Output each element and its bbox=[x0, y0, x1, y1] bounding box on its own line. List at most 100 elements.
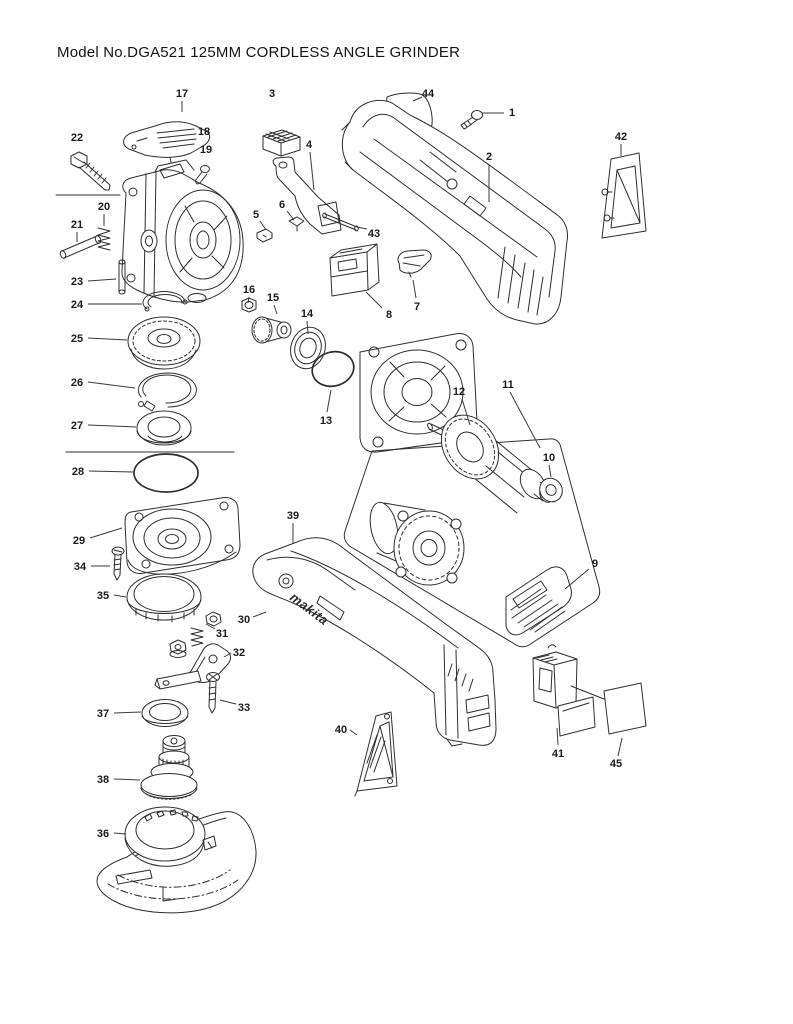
part-number-21: 21 bbox=[71, 219, 83, 231]
part-4-slide-bar bbox=[272, 156, 342, 235]
part-2-motor-housing-half bbox=[341, 99, 569, 325]
part-number-42: 42 bbox=[615, 131, 627, 143]
part-number-30: 30 bbox=[238, 614, 250, 626]
stator-field bbox=[369, 501, 465, 586]
part-number-41: 41 bbox=[552, 748, 564, 760]
part-39-motor-housing: makita bbox=[252, 537, 497, 747]
part-10-bearing bbox=[539, 477, 563, 503]
part-25-bevel-gear bbox=[127, 316, 201, 370]
part-number-43: 43 bbox=[368, 228, 380, 240]
air-vent-baffle bbox=[505, 566, 572, 636]
callout-leader-9 bbox=[564, 568, 590, 590]
part-21-pin bbox=[59, 235, 102, 259]
part-24-snap-ring bbox=[142, 291, 188, 312]
part-number-6: 6 bbox=[279, 199, 285, 211]
callout-leader-40 bbox=[349, 729, 358, 736]
part-number-11: 11 bbox=[502, 379, 514, 391]
callout-leader-38 bbox=[113, 778, 141, 781]
gear-housing-assembly bbox=[121, 151, 244, 303]
callout-layer: 1234567891011121314151617181920212223242… bbox=[71, 88, 627, 840]
callout-leader-6 bbox=[286, 210, 295, 221]
part-number-26: 26 bbox=[71, 377, 83, 389]
part-20-spring bbox=[97, 227, 111, 251]
callout-leader-26 bbox=[87, 381, 136, 389]
part-35-ring bbox=[126, 573, 202, 623]
callout-leader-33 bbox=[219, 699, 237, 705]
part-22-bolt bbox=[70, 151, 111, 191]
part-3-button-block bbox=[262, 129, 301, 157]
part-number-1: 1 bbox=[509, 107, 515, 119]
part-number-37: 37 bbox=[97, 708, 109, 720]
part-number-5: 5 bbox=[253, 209, 259, 221]
part-number-13: 13 bbox=[320, 415, 332, 427]
part-number-28: 28 bbox=[72, 466, 84, 478]
callout-leader-29 bbox=[89, 527, 123, 539]
part-32-lever bbox=[154, 643, 231, 690]
part-7-switch bbox=[397, 249, 432, 278]
callout-leader-5 bbox=[259, 220, 267, 231]
part-number-45: 45 bbox=[610, 758, 622, 770]
callout-leader-30 bbox=[252, 611, 267, 618]
callout-leader-4 bbox=[309, 151, 315, 191]
part-number-12: 12 bbox=[453, 386, 465, 398]
callout-leader-45 bbox=[617, 737, 623, 757]
callout-leader-37 bbox=[113, 711, 142, 714]
part-40-bracket bbox=[354, 711, 398, 797]
part-31-nut-spring bbox=[169, 611, 222, 658]
callout-leader-8 bbox=[365, 291, 383, 309]
part-number-33: 33 bbox=[238, 702, 250, 714]
part-37-ring bbox=[141, 699, 189, 727]
callout-leader-31 bbox=[205, 623, 216, 630]
part-number-16: 16 bbox=[243, 284, 255, 296]
callout-leader-43 bbox=[356, 226, 368, 230]
part-42-bracket bbox=[601, 152, 647, 239]
part-number-24: 24 bbox=[71, 299, 84, 311]
callout-leader-32 bbox=[223, 652, 232, 658]
part-number-27: 27 bbox=[71, 420, 83, 432]
callout-leader-11 bbox=[509, 391, 541, 449]
part-number-3: 3 bbox=[269, 88, 275, 100]
part-41-terminal bbox=[532, 644, 596, 737]
part-number-15: 15 bbox=[267, 292, 279, 304]
callout-leader-16 bbox=[247, 296, 250, 304]
part-26-ring-spring bbox=[137, 372, 197, 412]
part-number-39: 39 bbox=[287, 510, 299, 522]
callout-leader-44 bbox=[412, 96, 423, 102]
part-5-link bbox=[256, 228, 273, 243]
part-9-field-group-panel bbox=[343, 438, 601, 648]
part-number-7: 7 bbox=[414, 301, 420, 313]
part-number-31: 31 bbox=[216, 628, 228, 640]
page-title: Model No.DGA521 125MM CORDLESS ANGLE GRI… bbox=[57, 44, 460, 61]
callout-leader-15 bbox=[273, 304, 278, 315]
part-number-35: 35 bbox=[97, 590, 109, 602]
part-number-18: 18 bbox=[198, 126, 210, 138]
part-29-bearing-box bbox=[124, 497, 241, 575]
callout-leader-27 bbox=[87, 424, 137, 428]
part-16-nut bbox=[241, 297, 257, 313]
part-number-40: 40 bbox=[335, 724, 347, 736]
part-23-pin bbox=[118, 259, 126, 295]
part-38-spindle-assembly bbox=[140, 735, 198, 800]
part-36-wheel-guard bbox=[96, 806, 257, 914]
callout-leader-25 bbox=[87, 337, 128, 341]
part-number-29: 29 bbox=[73, 535, 85, 547]
callout-leader-14 bbox=[306, 320, 309, 335]
part-number-44: 44 bbox=[422, 88, 435, 100]
callout-leader-13 bbox=[326, 389, 332, 413]
callout-leader-12 bbox=[461, 398, 471, 426]
part-1-screw bbox=[460, 110, 483, 130]
part-number-20: 20 bbox=[98, 201, 110, 213]
part-number-32: 32 bbox=[233, 647, 245, 659]
part-number-34: 34 bbox=[74, 561, 87, 573]
part-number-4: 4 bbox=[306, 139, 313, 151]
section-divider-lines bbox=[55, 194, 235, 453]
part-8-controller bbox=[329, 243, 380, 297]
part-43-rod bbox=[322, 212, 359, 232]
part-number-19: 19 bbox=[200, 144, 212, 156]
part-19-screw bbox=[194, 165, 210, 185]
callout-leader-35 bbox=[113, 594, 127, 598]
part-number-22: 22 bbox=[71, 132, 83, 144]
part-28-o-ring bbox=[133, 453, 199, 493]
